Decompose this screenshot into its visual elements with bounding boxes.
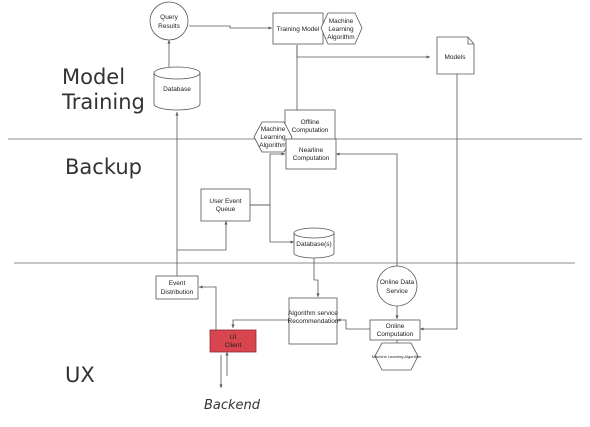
section-label-ux: UX [65, 363, 95, 387]
edge-training-to-models [296, 45, 430, 59]
node-training-model: Training Model [272, 12, 324, 45]
ml-bottom-label: Machine Learning Algorithm [372, 354, 422, 359]
queue-line2: Queue [216, 206, 236, 213]
nearline-line1: Nearline [299, 147, 324, 154]
ml-mid-line1: Machine [261, 126, 286, 133]
node-databases: Database(s) [293, 227, 335, 259]
event-line1: Event [169, 280, 186, 287]
offline-line1: Offline [301, 119, 320, 126]
queue-line1: User Event [209, 198, 241, 205]
databases-label: Database(s) [296, 241, 331, 248]
edge-databases-to-algorithm [313, 258, 320, 297]
edge-client-to-event [199, 285, 217, 330]
dataservice-line1: Online Data [380, 279, 415, 286]
edge-models-to-online [420, 73, 458, 331]
node-ml-algorithm-mid: Machine Learning Algorithm [253, 121, 293, 153]
node-online-data-service: Online Data Service [376, 265, 418, 307]
algorithm-line2: Recommendation [288, 318, 339, 325]
edge-event-to-queue [177, 221, 228, 251]
ml-mid-line3: Algorithm [259, 142, 286, 149]
dataservice-line2: Service [386, 288, 408, 295]
database-label: Database [163, 86, 191, 93]
models-label: Models [445, 54, 467, 61]
online-comp-line1: Online [386, 323, 405, 330]
ui-client-line2: Client [225, 342, 242, 349]
event-line2: Distribution [161, 289, 194, 296]
ml-mid-line2: Learning [260, 134, 286, 141]
ui-client-line1: UI [230, 334, 237, 341]
edge-algorithm-to-client [231, 319, 289, 328]
node-offline-computation: Offline Computation [284, 109, 336, 143]
node-ui-client[interactable]: UI Client [209, 329, 257, 353]
node-algorithm-service: Algorithm service Recommendation [288, 297, 339, 345]
algorithm-line1: Algorithm service [288, 310, 338, 317]
backend-label: Backend [204, 398, 261, 413]
node-ml-algorithm-top: Machine Learning Algorithm [320, 12, 363, 45]
query-results-line2: Results [158, 23, 180, 30]
section-label-model: Model [62, 65, 125, 89]
query-results-line1: Query [160, 14, 178, 21]
node-event-distribution: Event Distribution [155, 275, 199, 300]
ml-top-line2: Learning [328, 26, 354, 33]
edge-online-to-algorithm [337, 318, 370, 330]
ml-top-line1: Machine [329, 18, 354, 25]
node-database: Database [153, 66, 201, 111]
section-label-backup: Backup [65, 155, 142, 179]
edge-query-to-training [189, 25, 272, 30]
node-online-computation: Online Computation [369, 319, 421, 341]
edge-queue-to-databases [250, 204, 294, 244]
node-query-results: Query Results [149, 1, 189, 41]
ml-top-line3: Algorithm [327, 34, 354, 41]
node-ml-algorithm-bottom: Machine Learning Algorithm [372, 342, 422, 371]
nearline-line2: Computation [293, 155, 330, 162]
online-comp-line2: Computation [377, 331, 414, 338]
training-model-label: Training Model [277, 26, 320, 33]
node-nearline-computation: Nearline Computation [285, 138, 337, 170]
edge-queue-to-nearline [250, 152, 285, 206]
node-user-event-queue: User Event Queue [200, 188, 251, 222]
section-label-training: Training [61, 90, 145, 114]
offline-line2: Computation [292, 127, 329, 134]
node-models: Models [436, 36, 475, 75]
edge-dataservice-to-nearline [336, 152, 398, 270]
